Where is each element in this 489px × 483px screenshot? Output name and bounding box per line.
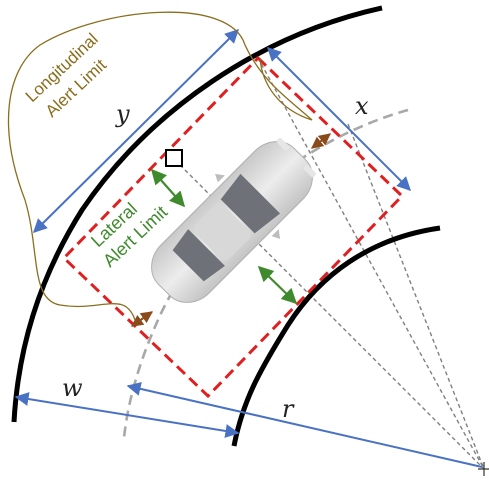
dimension-x-label: x xyxy=(355,92,369,120)
dimension-y-arrow[interactable] xyxy=(33,29,239,233)
right-angle-marker xyxy=(165,149,183,167)
dimension-r-arrow[interactable] xyxy=(126,381,483,468)
radius-guide-line-center xyxy=(347,123,485,470)
lateral-limit-arrow-left xyxy=(150,168,186,208)
dimension-r-label: r xyxy=(282,395,295,423)
dimension-w-arrow[interactable] xyxy=(14,392,240,438)
lateral-limit-arrow-right xyxy=(257,265,298,305)
dimension-x-arrow[interactable] xyxy=(267,47,411,191)
dimension-w-label: w xyxy=(62,374,83,402)
longitudinal-limit-bracket xyxy=(7,11,313,321)
inner-road-edge xyxy=(231,225,441,447)
longitudinal-gap-front xyxy=(311,133,331,149)
longitudinal-gap-rear xyxy=(131,311,153,327)
dimension-y-label: y xyxy=(115,100,130,128)
curve-center-marker xyxy=(478,462,489,476)
